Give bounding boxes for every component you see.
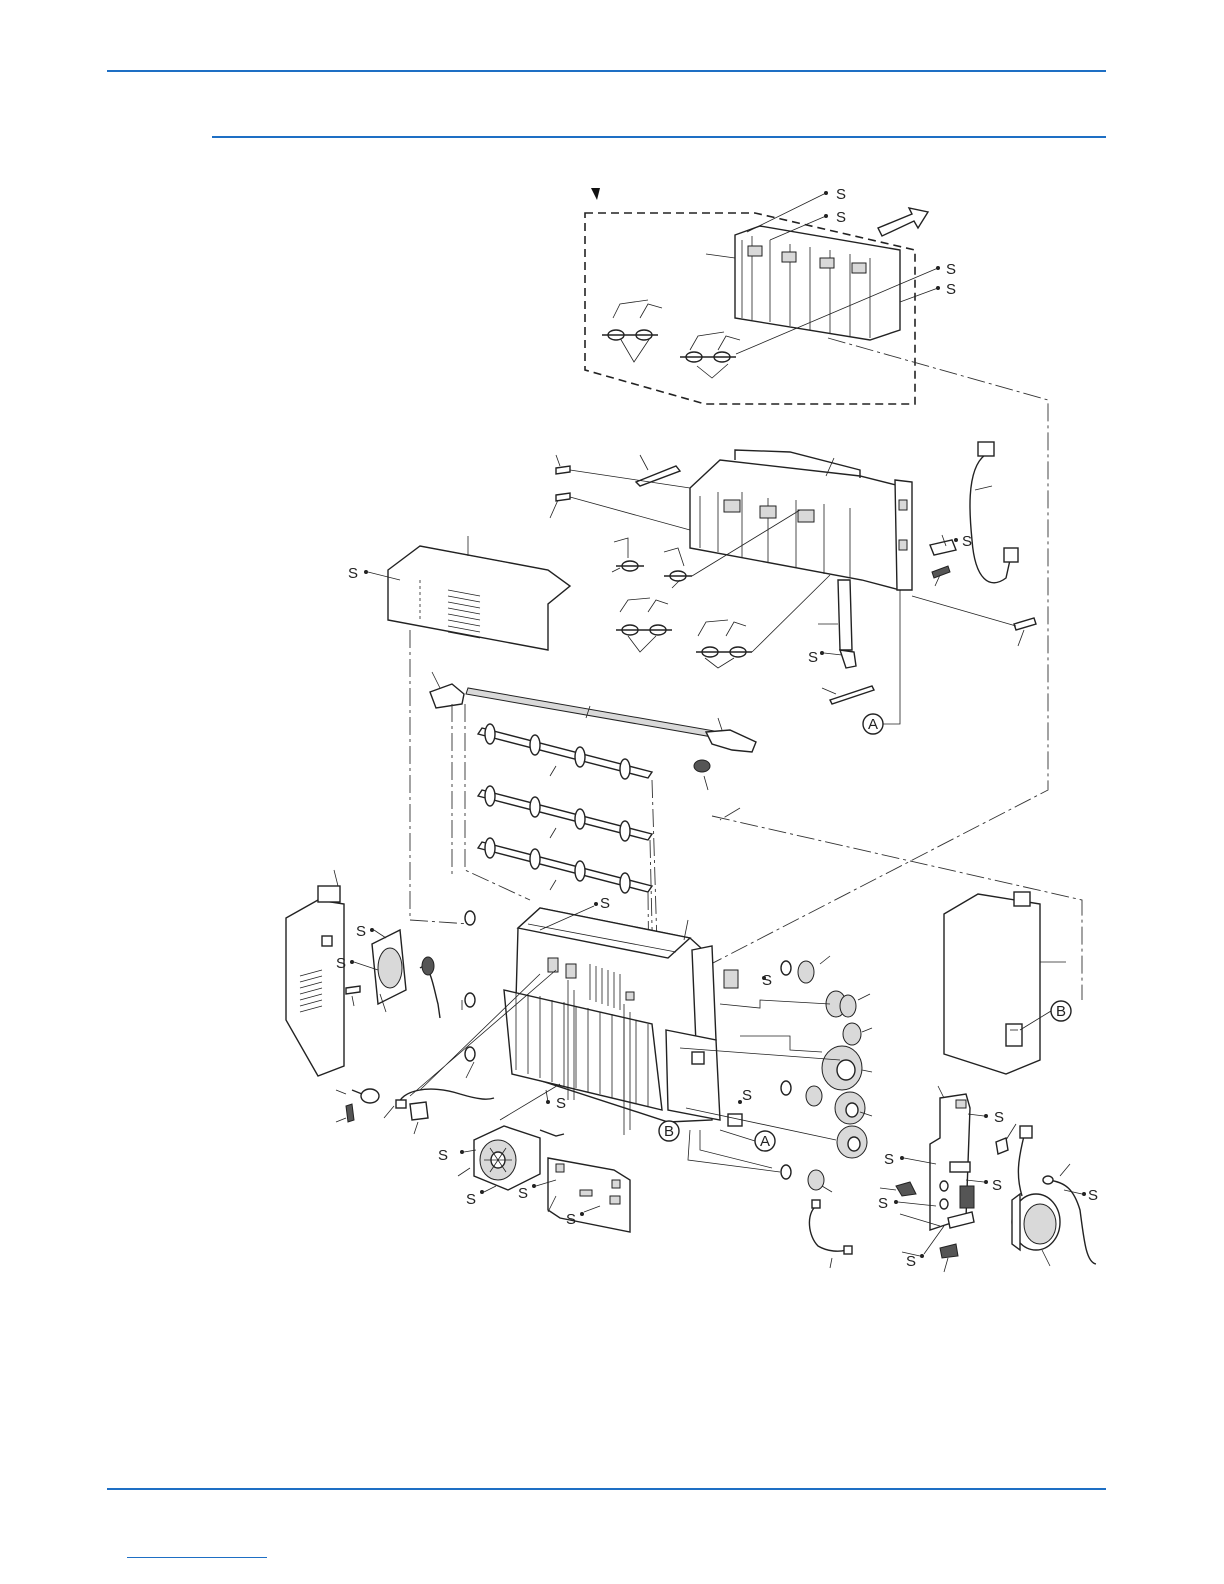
screw-label: S [466, 1191, 476, 1208]
screw-label: S [336, 955, 346, 972]
feed-roller-2 [478, 786, 652, 841]
motor-harness [1018, 1126, 1032, 1196]
screw-label: S [356, 923, 366, 940]
screw-label: S [600, 895, 610, 912]
screw-label: S [348, 565, 358, 582]
ref-label-a: A [868, 716, 878, 733]
screw-label: S [808, 649, 818, 666]
guide-bracket-right [706, 718, 756, 752]
triangle-marker-icon [591, 188, 600, 200]
top-cover [388, 536, 570, 650]
link-plate: S [808, 580, 856, 668]
screw-label: S [566, 1211, 576, 1228]
screw-label: S [518, 1185, 528, 1202]
screw-label: S [556, 1095, 566, 1112]
screw-label: S [836, 209, 846, 226]
bushing [465, 1047, 475, 1061]
switch-harness [809, 1200, 852, 1268]
screw-label: S [946, 261, 956, 278]
inset-exit-guide [706, 226, 900, 340]
drive-motor [372, 930, 440, 1018]
screw-label: S [836, 186, 846, 203]
guide-springs-row2 [616, 575, 830, 668]
side-cover-left [286, 870, 344, 1076]
arrow-up-right-icon [878, 208, 928, 236]
ref-label-b: B [1056, 1003, 1066, 1020]
screw-label: S [438, 1147, 448, 1164]
sensor-lower [336, 1089, 494, 1134]
screw-label: S [762, 972, 772, 989]
bushing [465, 911, 475, 925]
feed-roller-1 [478, 724, 652, 779]
screw-label: S [742, 1087, 752, 1104]
control-pwb [548, 1158, 630, 1232]
exit-guide-assembly [690, 450, 912, 590]
main-motor [1012, 1164, 1096, 1266]
feed-roller-3 [478, 838, 652, 893]
screw-label: S [884, 1151, 894, 1168]
side-cover-right [944, 892, 1066, 1074]
screw-label: S [962, 533, 972, 550]
guide-shaft [466, 688, 720, 738]
sensor-small-2 [880, 1182, 916, 1196]
ref-label-a: A [760, 1133, 770, 1150]
sensor-small-1 [996, 1124, 1016, 1154]
sensor-harness [970, 442, 1018, 583]
bushing [465, 993, 475, 1007]
spring [694, 760, 710, 790]
screw-label: S [994, 1109, 1004, 1126]
inset-roller-springs [602, 300, 740, 378]
screw-label: S [906, 1253, 916, 1270]
main-frame [504, 908, 742, 1126]
screw-label: S [992, 1177, 1002, 1194]
screw-label: S [946, 281, 956, 298]
screw-label: S [1088, 1187, 1098, 1204]
guide-bracket-left [430, 672, 464, 708]
screw-label: S [878, 1195, 888, 1212]
ref-label-b: B [664, 1123, 674, 1140]
motor-bracket [930, 1086, 974, 1230]
sensor-bracket: S [930, 533, 972, 586]
